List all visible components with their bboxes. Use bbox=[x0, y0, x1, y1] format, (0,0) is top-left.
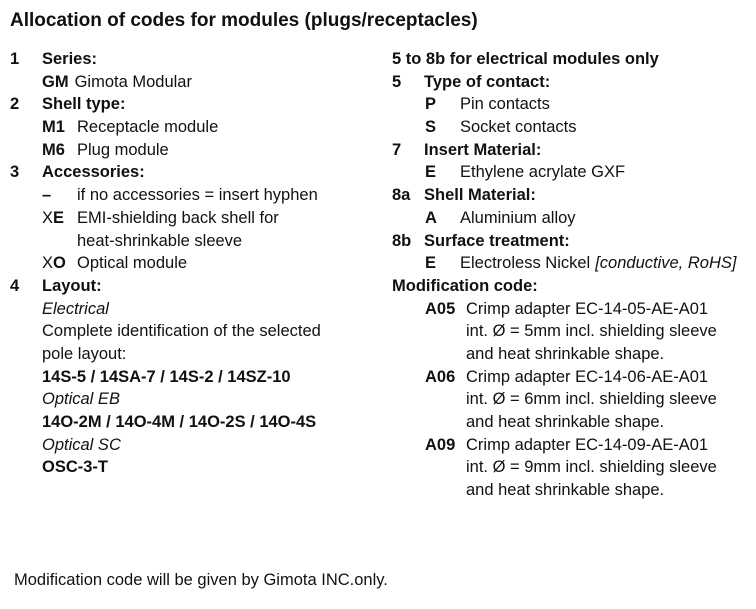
contact-number: 5 bbox=[392, 72, 402, 91]
accessories-optical-letter: O bbox=[53, 254, 66, 273]
surface-code: E bbox=[425, 254, 437, 273]
accessories-item: XE EMI-shielding back shell for bbox=[42, 207, 380, 230]
accessories-x-prefix: X bbox=[42, 254, 54, 273]
shell-type-item: M1 Receptacle module bbox=[42, 116, 380, 139]
insert-number: 7 bbox=[392, 140, 402, 159]
insert-desc: Ethylene acrylate GXF bbox=[460, 163, 626, 182]
contact-label: Type of contact: bbox=[424, 72, 551, 91]
accessories-x-prefix: X bbox=[42, 208, 54, 227]
modification-code: A06 bbox=[425, 367, 456, 386]
shell-material-item: A Aluminium alloy bbox=[425, 207, 752, 230]
series-code: GM bbox=[42, 72, 69, 91]
layout-complete-text: Complete identification of the selected bbox=[42, 322, 321, 341]
accessories-emi-desc-2: heat-shrinkable sleeve bbox=[77, 231, 243, 250]
series-desc: Gimota Modular bbox=[74, 72, 192, 91]
page-title: Allocation of codes for modules (plugs/r… bbox=[10, 10, 478, 31]
accessories-item: XO Optical module bbox=[42, 252, 380, 275]
accessories-item: – if no accessories = insert hyphen bbox=[42, 184, 380, 207]
modification-line: and heat shrinkable shape. bbox=[466, 481, 665, 500]
layout-number: 4 bbox=[10, 276, 20, 295]
shell-type-desc: Receptacle module bbox=[77, 118, 219, 137]
modification-item: A05 Crimp adapter EC-14-05-AE-A01 bbox=[425, 298, 752, 321]
modification-line: Crimp adapter EC-14-06-AE-A01 bbox=[466, 367, 709, 386]
shell-material-label: Shell Material: bbox=[424, 186, 536, 205]
accessories-item-continued: heat-shrinkable sleeve bbox=[77, 230, 380, 253]
contact-item: S Socket contacts bbox=[425, 116, 752, 139]
surface-number: 8b bbox=[392, 231, 412, 250]
contact-heading: 5 Type of contact: bbox=[392, 71, 752, 94]
insert-label: Insert Material: bbox=[424, 140, 542, 159]
electrical-only-header: 5 to 8b for electrical modules only bbox=[392, 50, 659, 68]
shell-material-heading: 8a Shell Material: bbox=[392, 184, 752, 207]
shell-type-label: Shell type: bbox=[42, 95, 126, 114]
surface-note: [conductive, RoHS] bbox=[595, 254, 737, 273]
modification-line: int. Ø = 9mm incl. shielding sleeve bbox=[466, 458, 717, 477]
insert-item: E Ethylene acrylate GXF bbox=[425, 161, 752, 184]
layout-optical-eb-title: Optical EB bbox=[42, 390, 120, 409]
layout-label: Layout: bbox=[42, 276, 102, 295]
surface-heading: 8b Surface treatment: bbox=[392, 230, 752, 253]
accessories-emi-letter: E bbox=[53, 208, 65, 227]
modification-line: Crimp adapter EC-14-09-AE-A01 bbox=[466, 435, 709, 454]
series-heading: 1 Series: bbox=[10, 48, 380, 71]
contact-item: P Pin contacts bbox=[425, 93, 752, 116]
modification-line: Crimp adapter EC-14-05-AE-A01 bbox=[466, 299, 709, 318]
series-item: GM Gimota Modular bbox=[42, 71, 380, 94]
shell-type-item: M6 Plug module bbox=[42, 139, 380, 162]
modification-item: A09 Crimp adapter EC-14-09-AE-A01 bbox=[425, 434, 752, 457]
layout-optical-sc-title: Optical SC bbox=[42, 435, 121, 454]
layout-electrical-title: Electrical bbox=[42, 299, 109, 318]
modification-line: int. Ø = 5mm incl. shielding sleeve bbox=[466, 322, 717, 341]
accessories-dash-code: – bbox=[42, 186, 52, 205]
shell-material-number: 8a bbox=[392, 186, 411, 205]
shell-type-code: M1 bbox=[42, 118, 65, 137]
layout-complete-text: pole layout: bbox=[42, 344, 127, 363]
series-label: Series: bbox=[42, 50, 98, 68]
left-column: 1 Series: GM Gimota Modular 2 Shell type… bbox=[10, 48, 380, 479]
accessories-heading: 3 Accessories: bbox=[10, 161, 380, 184]
surface-desc: Electroless Nickel bbox=[460, 254, 591, 273]
shell-type-number: 2 bbox=[10, 95, 20, 114]
modification-code: A05 bbox=[425, 299, 456, 318]
contact-code: P bbox=[425, 95, 437, 114]
right-column: 5 to 8b for electrical modules only 5 Ty… bbox=[392, 48, 752, 502]
shell-type-heading: 2 Shell type: bbox=[10, 93, 380, 116]
surface-item: E Electroless Nickel [conductive, RoHS] bbox=[425, 252, 752, 275]
layout-electrical-codes: 14S-5 / 14SA-7 / 14S-2 / 14SZ-10 bbox=[42, 367, 291, 386]
footer-note: Modification code will be given by Gimot… bbox=[14, 571, 388, 589]
insert-code: E bbox=[425, 163, 437, 182]
accessories-label: Accessories: bbox=[42, 163, 145, 182]
layout-optical-sc-codes: OSC-3-T bbox=[42, 458, 108, 477]
shell-material-desc: Aluminium alloy bbox=[460, 208, 576, 227]
accessories-number: 3 bbox=[10, 163, 20, 182]
surface-label: Surface treatment: bbox=[424, 231, 570, 250]
modification-code: A09 bbox=[425, 435, 456, 454]
contact-desc: Pin contacts bbox=[460, 95, 550, 114]
modification-heading: Modification code: bbox=[392, 276, 538, 295]
modification-line: and heat shrinkable shape. bbox=[466, 413, 665, 431]
series-number: 1 bbox=[10, 50, 20, 68]
accessories-dash-desc: if no accessories = insert hyphen bbox=[77, 186, 318, 205]
accessories-optical-desc: Optical module bbox=[77, 254, 188, 273]
accessories-emi-code: XE bbox=[42, 207, 77, 230]
layout-heading: 4 Layout: bbox=[10, 275, 380, 298]
modification-line: int. Ø = 6mm incl. shielding sleeve bbox=[466, 390, 717, 409]
shell-type-desc: Plug module bbox=[77, 140, 169, 159]
layout-optical-eb-codes: 14O-2M / 14O-4M / 14O-2S / 14O-4S bbox=[42, 413, 317, 431]
modification-line: and heat shrinkable shape. bbox=[466, 344, 665, 363]
contact-code: S bbox=[425, 118, 437, 137]
accessories-emi-desc: EMI-shielding back shell for bbox=[77, 208, 279, 227]
modification-item: A06 Crimp adapter EC-14-06-AE-A01 bbox=[425, 366, 752, 389]
contact-desc: Socket contacts bbox=[460, 118, 577, 137]
accessories-optical-code: XO bbox=[42, 252, 77, 275]
shell-type-code: M6 bbox=[42, 140, 65, 159]
insert-heading: 7 Insert Material: bbox=[392, 139, 752, 162]
shell-material-code: A bbox=[425, 208, 437, 227]
